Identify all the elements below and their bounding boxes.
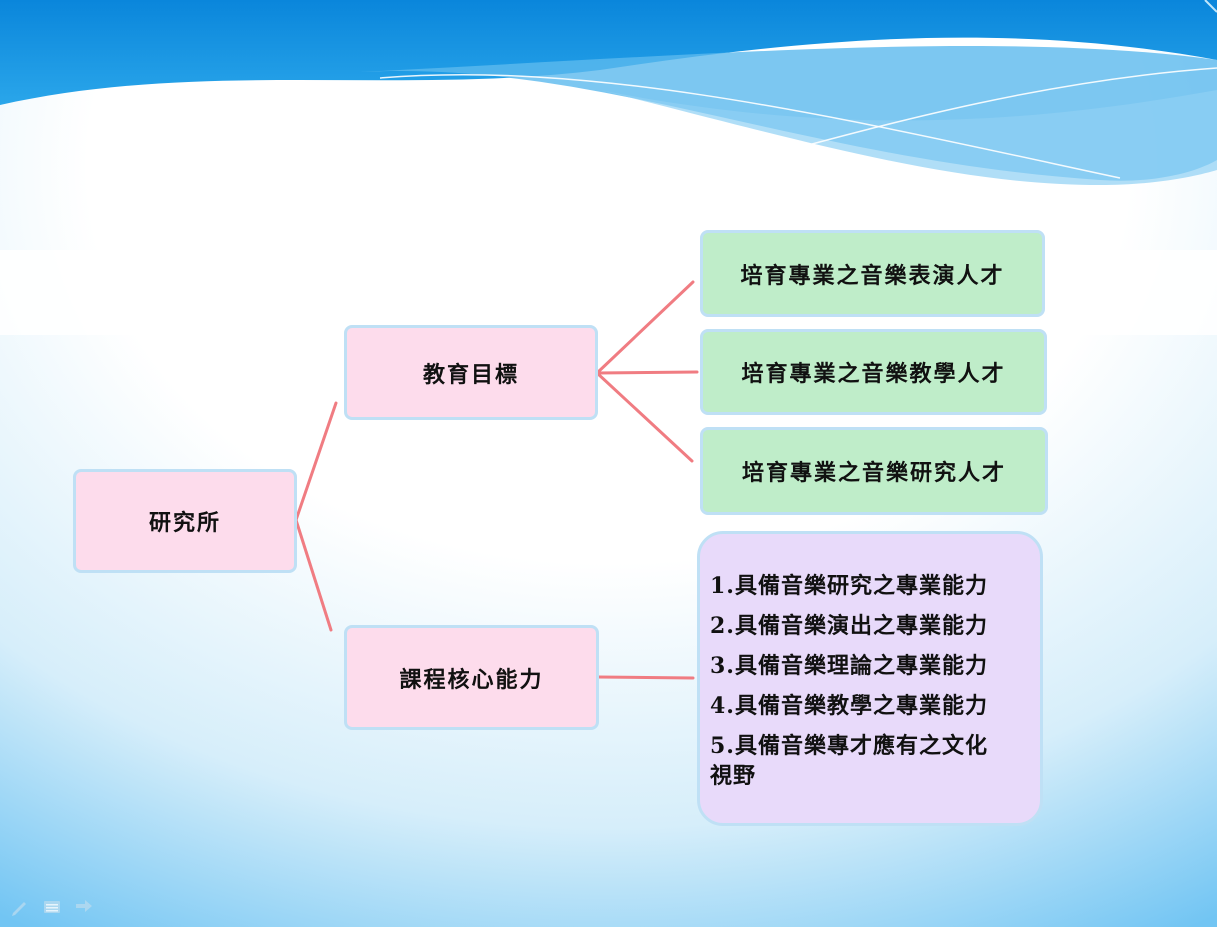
connector-abilities-to-list bbox=[596, 675, 695, 680]
pen-icon[interactable] bbox=[10, 896, 30, 916]
ability-item: 2.具備音樂演出之專業能力 bbox=[710, 613, 988, 639]
goal-node-teaching: 培育專業之音樂教學人才 bbox=[700, 329, 1047, 415]
goal-label: 培育專業之音樂研究人才 bbox=[741, 460, 1006, 486]
goal-node-performance: 培育專業之音樂表演人才 bbox=[700, 230, 1045, 317]
root-node: 研究所 bbox=[73, 469, 297, 573]
ability-item: 1.具備音樂研究之專業能力 bbox=[710, 573, 988, 599]
goal-label: 培育專業之音樂表演人才 bbox=[740, 262, 1005, 289]
next-arrow-icon[interactable] bbox=[74, 896, 94, 916]
ability-item: 4.具備音樂教學之專業能力 bbox=[710, 693, 988, 719]
education-goals-node: 教育目標 bbox=[344, 325, 598, 420]
core-abilities-node: 課程核心能力 bbox=[344, 625, 599, 730]
connector-root-to-abilities bbox=[294, 518, 333, 632]
core-abilities-list: 1.具備音樂研究之專業能力 2.具備音樂演出之專業能力 3.具備音樂理論之專業能… bbox=[697, 531, 1043, 826]
connector-goals-to-research bbox=[595, 371, 694, 463]
ability-item: 3.具備音樂理論之專業能力 bbox=[710, 653, 988, 679]
root-node-label: 研究所 bbox=[148, 510, 221, 536]
connector-root-to-goals bbox=[294, 401, 338, 522]
education-goals-label: 教育目標 bbox=[422, 361, 519, 388]
connector-goals-to-performance bbox=[595, 280, 695, 375]
slide-controls bbox=[10, 896, 94, 916]
ability-item: 5.具備音樂專才應有之文化視野 bbox=[710, 733, 988, 789]
core-abilities-label: 課程核心能力 bbox=[399, 666, 544, 693]
connector-goals-to-teaching bbox=[595, 370, 699, 375]
menu-icon[interactable] bbox=[42, 896, 62, 916]
goal-label: 培育專業之音樂教學人才 bbox=[741, 361, 1006, 387]
goal-node-research: 培育專業之音樂研究人才 bbox=[700, 427, 1048, 515]
